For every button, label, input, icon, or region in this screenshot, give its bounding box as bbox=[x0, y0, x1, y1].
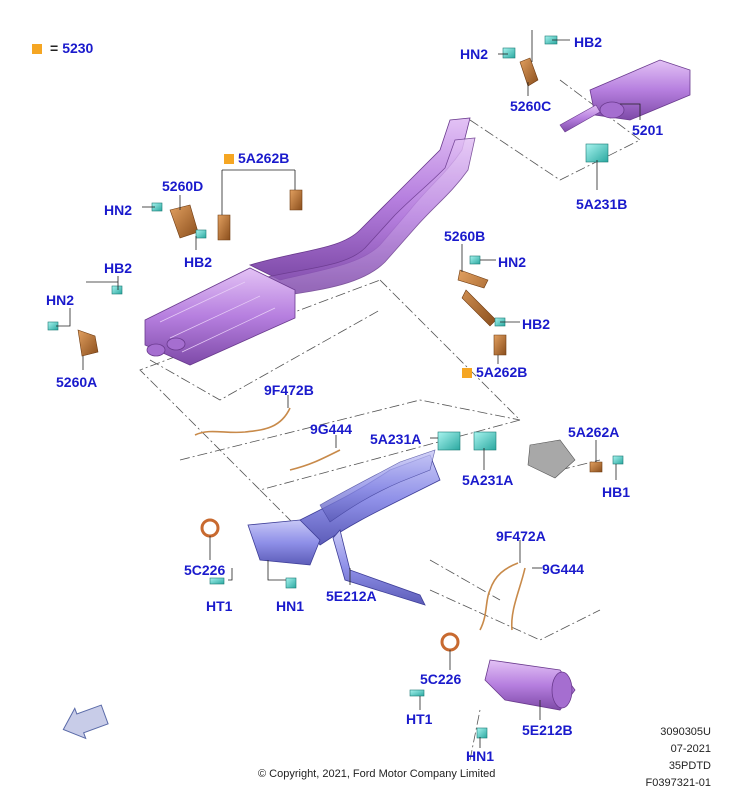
label-5260a: 5260A bbox=[56, 374, 98, 390]
label-hb2-b: HB2 bbox=[522, 316, 551, 332]
label-ht1-bottom: HT1 bbox=[406, 711, 433, 727]
rear-tip-muffler bbox=[559, 59, 691, 133]
label-hn1-top: HN1 bbox=[276, 598, 305, 614]
label-5201: 5201 bbox=[632, 122, 664, 138]
gasket-5c226-top bbox=[200, 518, 220, 538]
legend-square-icon bbox=[32, 44, 42, 54]
label-9g444-top: 9G444 bbox=[310, 421, 353, 437]
drawing-metadata: 3090305U 07-2021 35PDTD F0397321-01 bbox=[646, 724, 711, 792]
legend-equals: = bbox=[50, 40, 59, 56]
fasteners bbox=[47, 35, 624, 739]
label-ht1-top: HT1 bbox=[206, 598, 233, 614]
front-downpipe-assembly bbox=[247, 449, 441, 606]
label-9g444-bottom: 9G444 bbox=[542, 561, 585, 577]
meta-line-4: F0397321-01 bbox=[645, 777, 711, 789]
front-direction-arrow-icon bbox=[62, 704, 109, 740]
label-5a262a: 5A262A bbox=[568, 424, 620, 440]
label-5e212a: 5E212A bbox=[326, 588, 377, 604]
label-5c226-bottom: 5C226 bbox=[420, 671, 462, 687]
guide-lines bbox=[139, 79, 641, 761]
label-5a262b-top: 5A262B bbox=[224, 150, 289, 166]
rear-muffler-assembly bbox=[144, 117, 476, 366]
label-hn1-bottom: HN1 bbox=[466, 748, 495, 764]
gasket-5c226-bottom bbox=[440, 632, 460, 652]
label-5a231a-2: 5A231A bbox=[462, 472, 514, 488]
meta-line-1: 3090305U bbox=[660, 726, 711, 738]
copyright-notice: © Copyright, 2021, Ford Motor Company Li… bbox=[258, 768, 496, 780]
legend-square-icon bbox=[462, 368, 472, 378]
brackets bbox=[77, 57, 603, 473]
label-hb2-a: HB2 bbox=[104, 260, 133, 276]
oxygen-sensors bbox=[194, 407, 526, 631]
label-5260c: 5260C bbox=[510, 98, 552, 114]
heat-shield bbox=[527, 439, 576, 479]
catalytic-converter bbox=[484, 659, 576, 711]
label-9f472b: 9F472B bbox=[264, 382, 314, 398]
label-hn2-d: HN2 bbox=[104, 202, 133, 218]
label-5a262b-top-text: 5A262B bbox=[238, 150, 290, 166]
label-5a262b-mid: 5A262B bbox=[462, 364, 527, 380]
label-hb2-d: HB2 bbox=[184, 254, 213, 270]
legend: =5230 bbox=[32, 40, 93, 56]
label-9f472a: 9F472A bbox=[496, 528, 546, 544]
label-5e212b: 5E212B bbox=[522, 722, 573, 738]
label-hn2-b: HN2 bbox=[498, 254, 527, 270]
label-5260d: 5260D bbox=[162, 178, 204, 194]
label-hb1: HB1 bbox=[602, 484, 631, 500]
label-5a262b-mid-text: 5A262B bbox=[476, 364, 528, 380]
label-5c226-top: 5C226 bbox=[184, 562, 226, 578]
label-hn2-a: HN2 bbox=[46, 292, 75, 308]
meta-line-2: 07-2021 bbox=[670, 743, 711, 755]
label-hb2-top: HB2 bbox=[574, 34, 603, 50]
label-5a231b: 5A231B bbox=[576, 196, 628, 212]
leader-lines bbox=[56, 30, 641, 748]
label-5a231a-1: 5A231A bbox=[370, 431, 422, 447]
label-hn2-top: HN2 bbox=[460, 46, 489, 62]
label-5260b: 5260B bbox=[444, 228, 486, 244]
legend-square-icon bbox=[224, 154, 234, 164]
legend-code: 5230 bbox=[62, 40, 94, 56]
meta-line-3: 35PDTD bbox=[668, 760, 711, 772]
